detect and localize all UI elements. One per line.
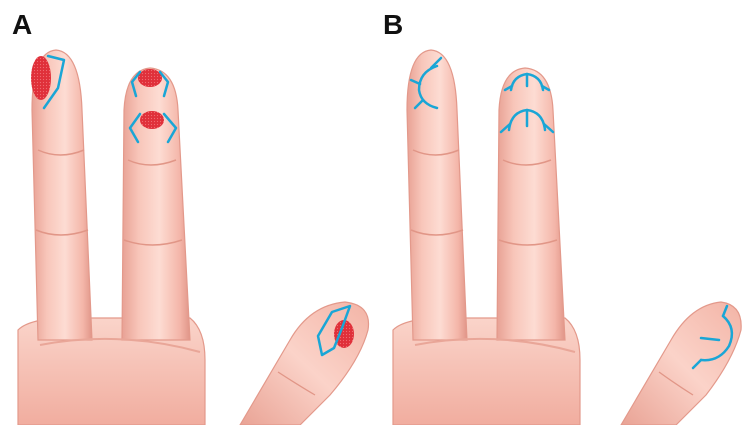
hand-illustration-b xyxy=(371,0,742,425)
panel-label-b: B xyxy=(383,11,403,39)
index-finger xyxy=(407,50,467,340)
middle-finger xyxy=(122,68,190,340)
lesion-middle-2 xyxy=(140,111,164,129)
panel-b: B xyxy=(371,0,742,425)
lesion-index xyxy=(31,56,51,100)
hand-illustration-a xyxy=(0,0,371,425)
thumb xyxy=(621,302,741,425)
panel-a: A xyxy=(0,0,371,425)
middle-finger xyxy=(497,68,565,340)
lesion-middle-1 xyxy=(138,69,162,87)
panel-label-a: A xyxy=(12,11,32,39)
thumb xyxy=(240,302,369,425)
